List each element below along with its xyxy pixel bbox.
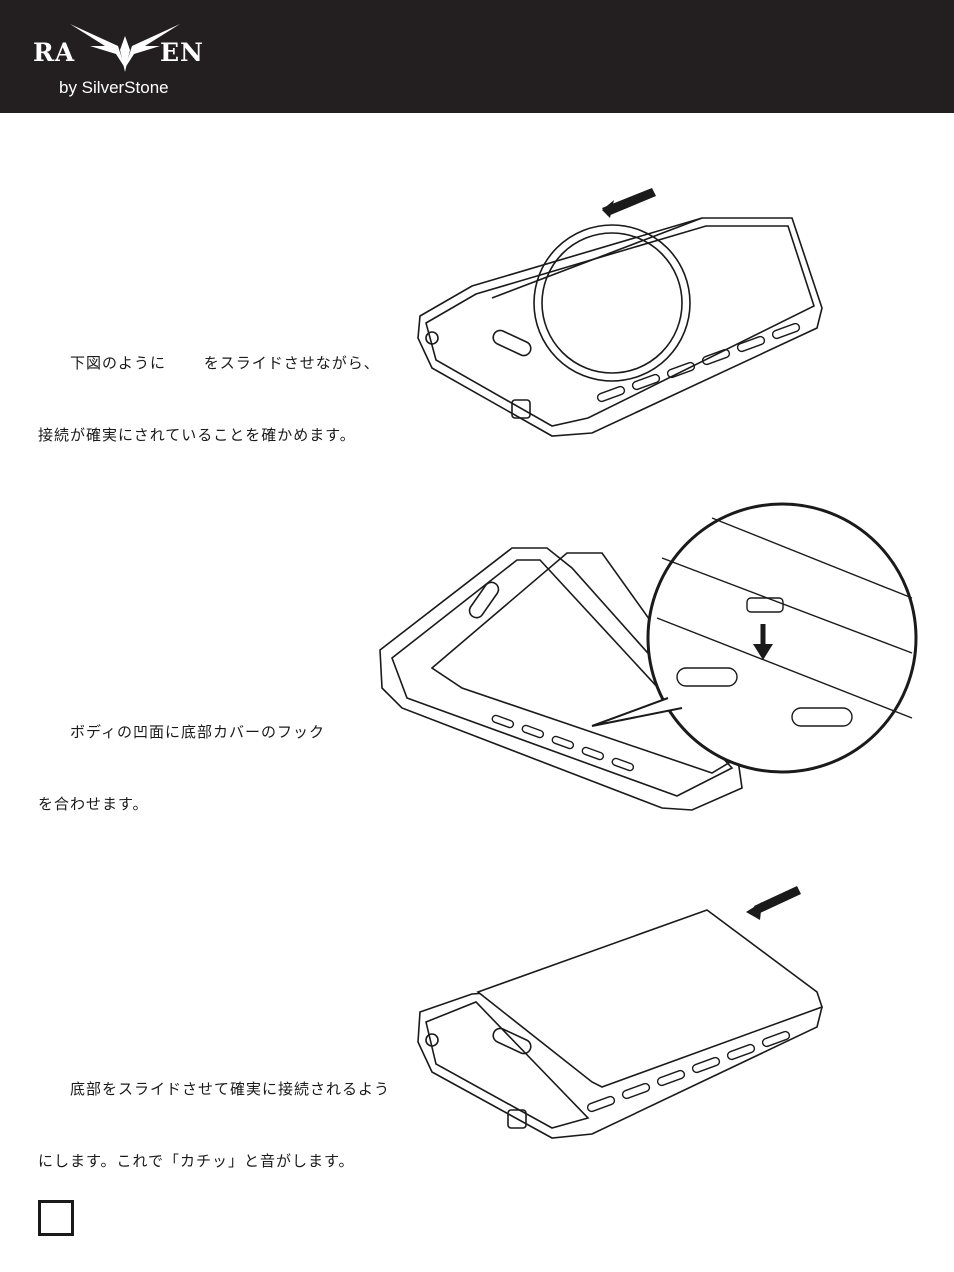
raven-wings-icon xyxy=(70,24,180,72)
step-1-line-1: 下図のように をスライドさせながら、 xyxy=(38,354,380,372)
logo-tagline: by SilverStone xyxy=(59,78,169,97)
step-3-line-1: 底部をスライドさせて確実に接続されるよう xyxy=(38,1080,391,1098)
logo-word-left: RA xyxy=(33,38,76,67)
step-2-illustration xyxy=(379,502,918,811)
raven-logo: RA EN by SilverStone xyxy=(30,16,220,100)
header-bar: RA EN by SilverStone xyxy=(0,0,954,113)
step-2-text: ボディの凹面に底部カバーのフック を合わせます。 xyxy=(38,672,388,840)
step-1-text: 下図のように をスライドさせながら、 接続が確実にされていることを確かめます。 xyxy=(38,303,388,471)
logo-word-right: EN xyxy=(160,38,204,67)
step-2-line-1: ボディの凹面に底部カバーのフック xyxy=(38,723,325,741)
step-3-text: 底部をスライドさせて確実に接続されるよう にします。これで「カチッ」と音がします… xyxy=(38,1029,391,1197)
hook-arrow-icon xyxy=(753,644,773,660)
step-1-line-2: 接続が確実にされていることを確かめます。 xyxy=(38,426,356,444)
slide-arrow-icon xyxy=(602,188,656,216)
page-number-box xyxy=(38,1200,74,1236)
step-3-line-2: にします。これで「カチッ」と音がします。 xyxy=(38,1152,355,1170)
slide-arrow-icon xyxy=(754,886,801,914)
step-1-illustration xyxy=(417,188,823,437)
step-3-illustration xyxy=(417,886,824,1139)
step-2-line-2: を合わせます。 xyxy=(38,795,149,813)
